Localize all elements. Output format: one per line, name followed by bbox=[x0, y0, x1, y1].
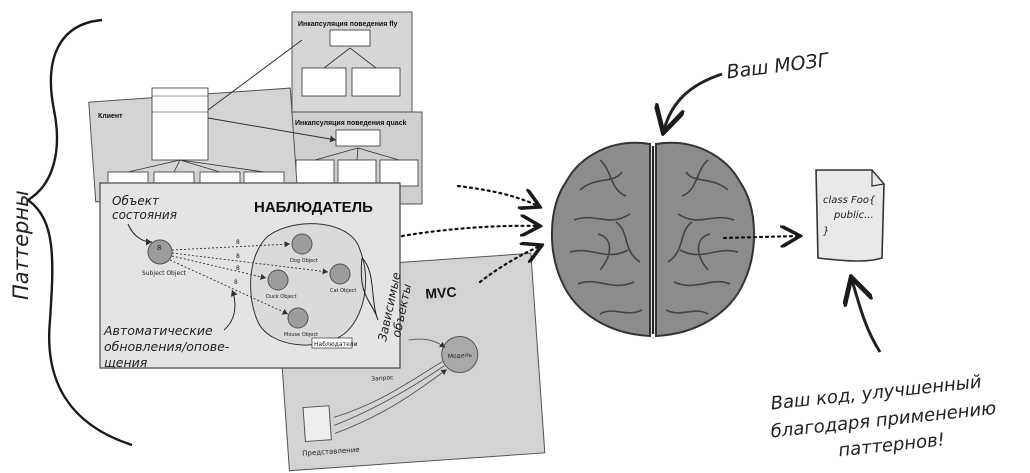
code-line-2: public... bbox=[833, 210, 874, 221]
svg-text:8: 8 bbox=[236, 265, 240, 272]
svg-text:8: 8 bbox=[236, 253, 240, 260]
view-node bbox=[302, 405, 332, 443]
dog-node bbox=[291, 233, 313, 255]
view-label: Представление bbox=[302, 446, 360, 458]
dog-label: Dog Object bbox=[290, 258, 318, 264]
svg-text:8: 8 bbox=[236, 239, 240, 246]
brain-to-code-arrow bbox=[722, 236, 798, 238]
brain-label: Ваш МОЗГ bbox=[725, 49, 831, 83]
client-panel-title: Клиент bbox=[98, 113, 123, 120]
mvc-title: MVC bbox=[425, 284, 457, 302]
strategy-panels: Инкапсуляция поведения fly Инкапсуляция … bbox=[88, 11, 423, 205]
subject-value: 8 bbox=[157, 244, 161, 252]
brain-label-arrow bbox=[664, 72, 723, 130]
subject-label: Subject Object bbox=[142, 270, 187, 277]
brain-left-hemisphere bbox=[550, 141, 651, 338]
subject-note-line2: состояния bbox=[112, 208, 177, 222]
brain-right-hemisphere bbox=[655, 141, 756, 338]
code-caption-line3: паттернов! bbox=[837, 429, 945, 461]
mouse-node bbox=[287, 307, 309, 329]
duck-node bbox=[267, 269, 289, 291]
observers-tag-text: Наблюдатели bbox=[314, 341, 358, 348]
updates-note-line2: обновления/опове- bbox=[104, 339, 230, 354]
request-label: Запрос bbox=[371, 374, 394, 383]
brain-illustration bbox=[550, 141, 756, 338]
subject-note-line1: Объект bbox=[112, 194, 160, 208]
observer-panel: НАБЛЮДАТЕЛЬ Объект состояния 8 Subject O… bbox=[99, 182, 414, 369]
quack-panel-title: Инкапсуляция поведения quack bbox=[295, 120, 407, 127]
cat-node bbox=[329, 263, 351, 285]
side-label: Паттерны bbox=[9, 190, 33, 300]
subject-node bbox=[147, 239, 173, 265]
updates-note-line1: Автоматические bbox=[103, 323, 213, 338]
svg-text:8: 8 bbox=[234, 279, 238, 286]
observers-group bbox=[250, 223, 367, 346]
patterns-to-brain-arrows bbox=[400, 184, 540, 284]
code-line-1: class Foo{ bbox=[823, 195, 876, 206]
fly-panel-title: Инкапсуляция поведения fly bbox=[298, 21, 398, 28]
mouse-label: Mouse Object bbox=[284, 332, 318, 338]
model-label: Модель bbox=[448, 352, 473, 361]
duck-label: Duck Object bbox=[266, 294, 297, 300]
caption-arrow bbox=[852, 280, 882, 353]
updates-note-line3: щения bbox=[104, 355, 148, 370]
cat-label: Cat Object bbox=[330, 288, 356, 294]
observer-title: НАБЛЮДАТЕЛЬ bbox=[254, 199, 373, 216]
observers-tag bbox=[311, 337, 353, 349]
code-line-3: } bbox=[823, 226, 829, 237]
code-document: class Foo{ public... } bbox=[815, 169, 885, 262]
brace bbox=[25, 18, 133, 447]
